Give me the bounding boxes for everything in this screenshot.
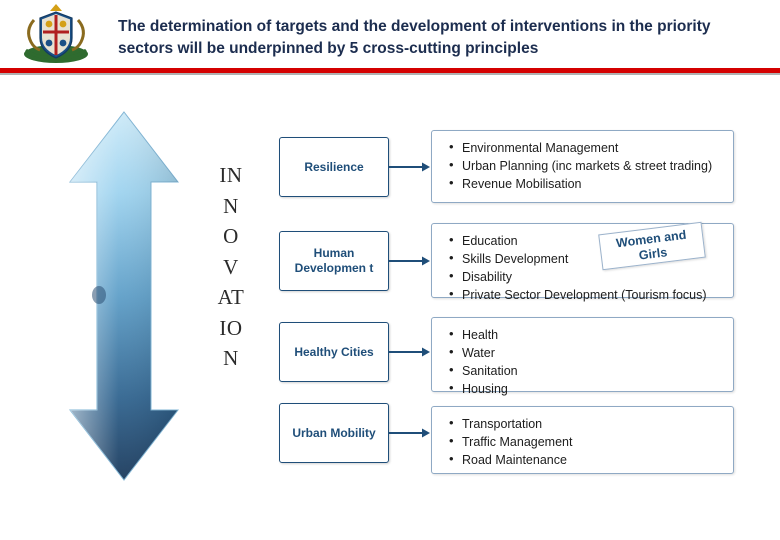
detail-box-resilience: Environmental Management Urban Planning … xyxy=(431,130,734,203)
detail-item: Disability xyxy=(449,267,723,286)
detail-item: Revenue Mobilisation xyxy=(449,174,723,193)
pillar-box-human-development[interactable]: Human Developmen t xyxy=(279,231,389,291)
pillar-box-healthy-cities[interactable]: Healthy Cities xyxy=(279,322,389,382)
innovation-letter: IN xyxy=(219,163,243,187)
slide-header: The determination of targets and the dev… xyxy=(0,0,780,75)
detail-item: Transportation xyxy=(449,414,723,433)
detail-box-healthy-cities: Health Water Sanitation Housing xyxy=(431,317,734,398)
detail-item: Skills Development xyxy=(449,249,723,268)
detail-item: Health xyxy=(449,325,723,344)
pillar-label: Healthy Cities xyxy=(294,344,374,359)
connector-arrow-urban-mobility xyxy=(389,428,430,438)
detail-item: Sanitation xyxy=(449,361,723,380)
pillar-label: Urban Mobility xyxy=(292,425,376,440)
connector-arrow-human-development xyxy=(389,256,430,266)
detail-item: Environmental Management xyxy=(449,138,723,157)
innovation-letter: V xyxy=(223,254,239,279)
innovation-letter: O xyxy=(223,224,239,248)
coat-of-arms-crest-icon xyxy=(24,4,88,63)
connector-arrow-healthy-cities xyxy=(389,347,430,357)
detail-item: Urban Planning (inc markets & street tra… xyxy=(449,156,723,175)
pillar-label: Human Developmen t xyxy=(294,246,374,275)
down-arrow-graphic xyxy=(66,110,191,485)
header-grey-rule xyxy=(0,73,780,75)
header-red-rule xyxy=(0,68,780,73)
innovation-letter: AT xyxy=(217,285,245,309)
innovation-letter: N xyxy=(223,193,239,218)
detail-item: Education xyxy=(449,231,723,250)
detail-item: Housing xyxy=(449,379,723,398)
innovation-letter: IO xyxy=(219,315,243,340)
detail-item: Road Maintenance xyxy=(449,450,723,469)
pillar-box-resilience[interactable]: Resilience xyxy=(279,137,389,197)
page-title: The determination of targets and the dev… xyxy=(118,18,711,58)
connector-arrow-resilience xyxy=(389,162,430,172)
innovation-letter: N xyxy=(223,346,239,370)
detail-box-urban-mobility: Transportation Traffic Management Road M… xyxy=(431,406,734,474)
detail-item: Private Sector Development (Tourism focu… xyxy=(449,285,723,304)
innovation-vertical-label: IN N O V AT IO N xyxy=(196,160,266,374)
detail-item: Traffic Management xyxy=(449,432,723,451)
pillar-box-urban-mobility[interactable]: Urban Mobility xyxy=(279,403,389,463)
detail-item: Water xyxy=(449,343,723,362)
pillar-label: Resilience xyxy=(304,159,364,174)
